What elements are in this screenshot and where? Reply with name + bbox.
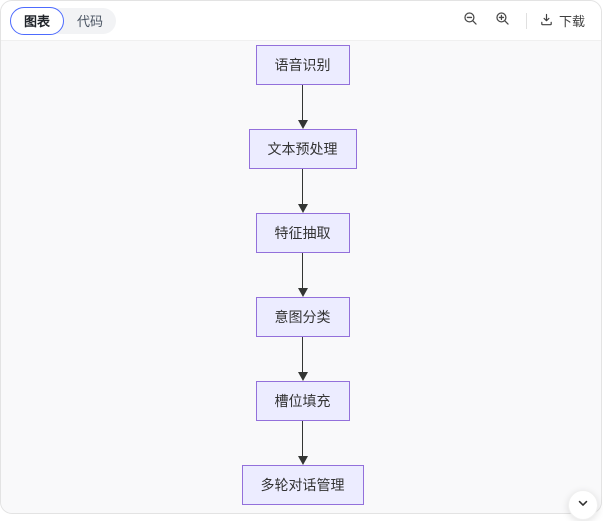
view-switcher: 图表 代码 — [10, 6, 117, 35]
flow-arrow — [297, 421, 308, 465]
flow-node-speech-recognition: 语音识别 — [255, 45, 350, 85]
toolbar-divider — [525, 12, 527, 29]
scroll-to-bottom-button[interactable] — [568, 490, 598, 520]
flow-node-multiturn-dialog-management: 多轮对话管理 — [241, 465, 364, 505]
flow-arrow — [297, 169, 308, 213]
zoom-in-icon — [494, 10, 511, 32]
flow-node-intent-classification: 意图分类 — [255, 297, 350, 337]
flow-node-feature-extraction: 特征抽取 — [255, 213, 350, 253]
zoom-out-button[interactable] — [458, 8, 484, 34]
flow-arrow — [297, 337, 308, 381]
zoom-in-button[interactable] — [490, 8, 516, 34]
toolbar-actions: 下载 — [458, 7, 587, 34]
tab-code[interactable]: 代码 — [77, 14, 104, 29]
flowchart: 语音识别 文本预处理 特征抽取 意图分类 槽位填充 多轮对话管理 — [4, 41, 601, 505]
toolbar: 图表 代码 — [1, 1, 601, 41]
zoom-out-icon — [462, 10, 479, 32]
flow-node-text-preprocessing: 文本预处理 — [248, 129, 357, 169]
flow-arrow — [297, 253, 308, 297]
download-button[interactable]: 下载 — [537, 7, 587, 34]
download-icon — [539, 12, 554, 30]
tab-diagram[interactable]: 图表 — [10, 6, 65, 35]
diagram-canvas[interactable]: 语音识别 文本预处理 特征抽取 意图分类 槽位填充 多轮对话管理 — [1, 41, 601, 513]
flow-node-slot-filling: 槽位填充 — [255, 381, 350, 421]
download-label: 下载 — [558, 14, 585, 29]
chevron-down-icon — [576, 496, 590, 515]
flow-arrow — [297, 85, 308, 129]
